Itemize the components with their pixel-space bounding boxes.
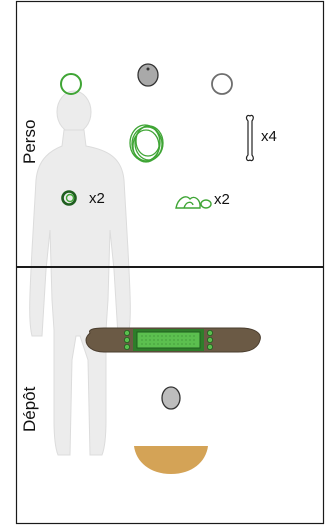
section-label-depot: Dépôt (20, 387, 40, 432)
section-label-perso: Perso (20, 120, 40, 164)
green-shells-icon (176, 197, 211, 208)
grey-pebble-icon (138, 64, 158, 86)
bone-count: x4 (261, 128, 277, 145)
grey-stone-icon (162, 387, 180, 409)
decorated-wooden-board-icon (86, 328, 260, 352)
bone-icon (247, 115, 254, 160)
ochre-bowl-icon (134, 446, 208, 474)
shell-count: x2 (214, 191, 230, 208)
green-coil-icon (130, 125, 163, 162)
human-silhouette-icon (30, 91, 131, 455)
grey-ring-icon (212, 74, 232, 94)
green-ring-count: x2 (89, 190, 105, 207)
